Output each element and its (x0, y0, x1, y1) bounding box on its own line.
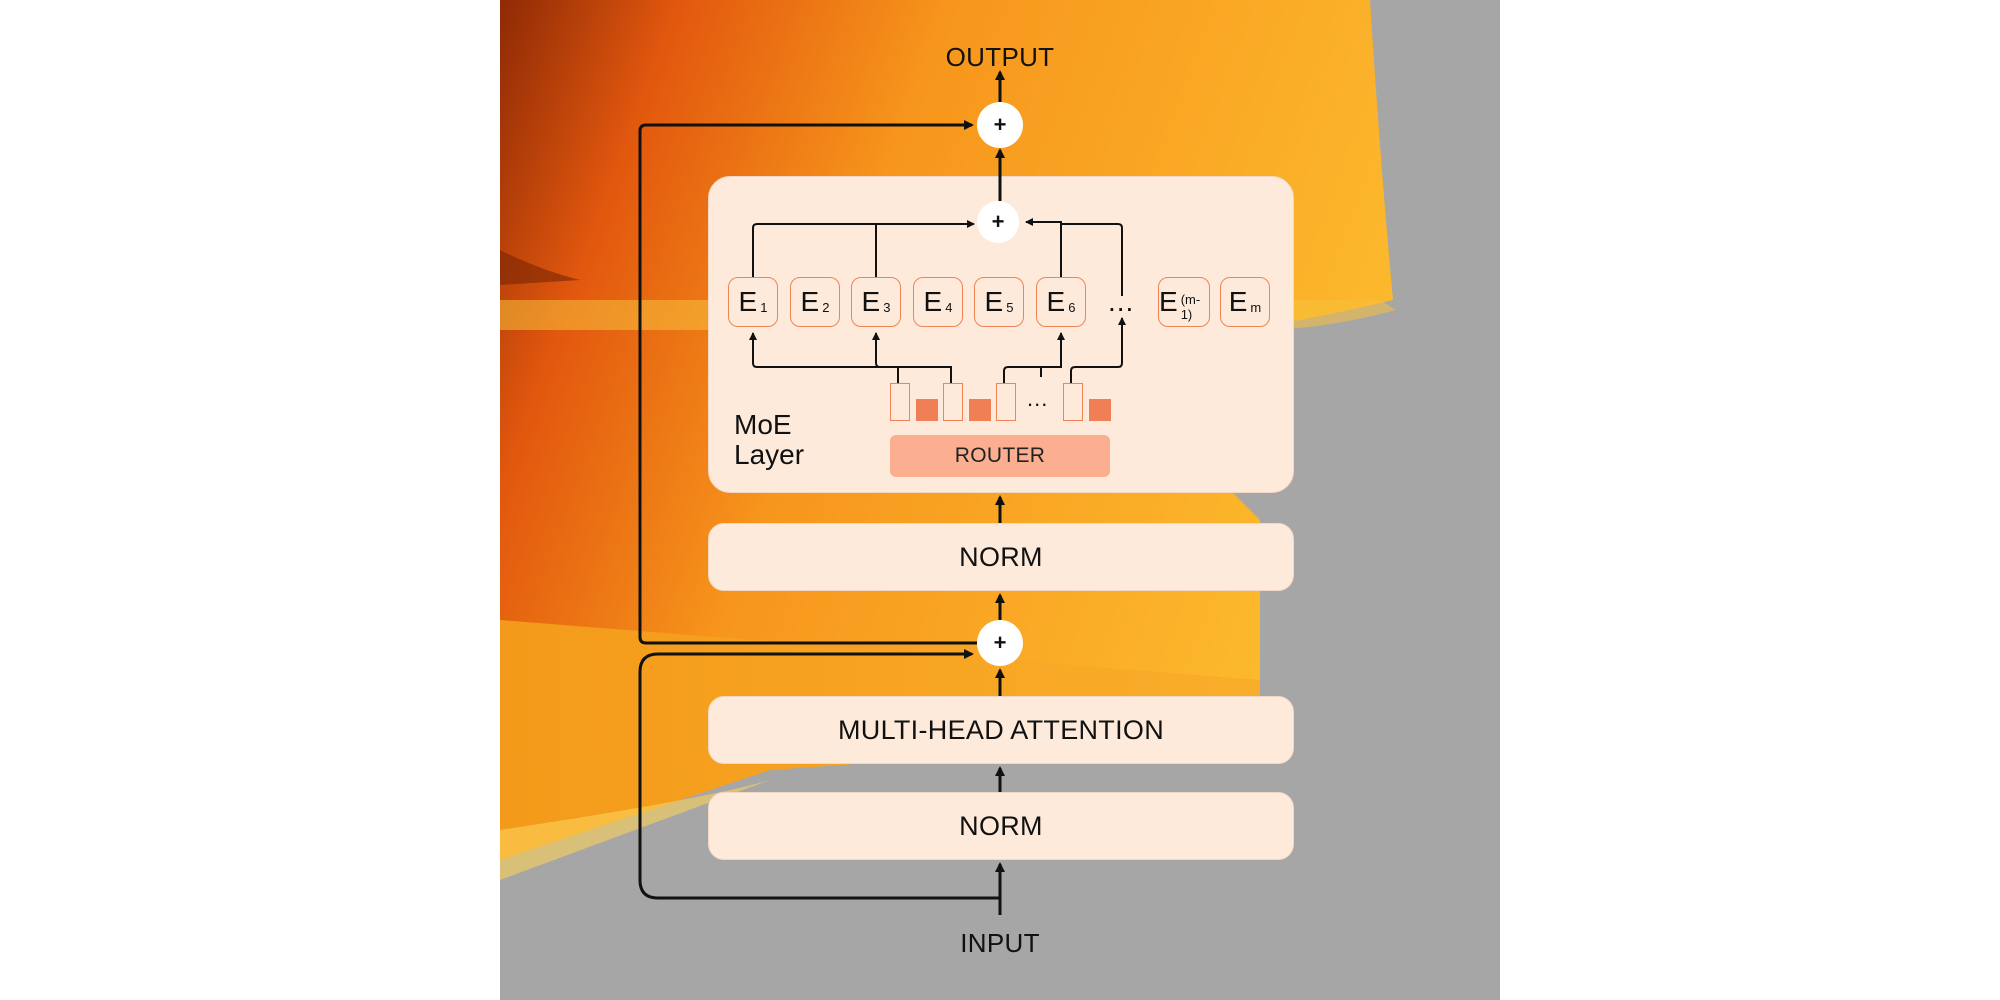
router-token-filled (969, 399, 991, 421)
expert-sub: 3 (883, 299, 891, 315)
plus-symbol: + (993, 630, 1007, 655)
expert-base: E (984, 286, 1004, 317)
expert-sub: 6 (1068, 299, 1076, 315)
experts-ellipsis: ... (1108, 286, 1135, 317)
moe-label-line1: MoE (734, 409, 792, 440)
residual-add-top: + (977, 102, 1023, 148)
residual-add-bottom: + (977, 620, 1023, 666)
moe-layer-label: MoE Layer (734, 410, 804, 470)
expert-base: E (800, 286, 820, 317)
expert-sub: m (1250, 299, 1262, 315)
router-token-empty (943, 383, 963, 421)
expert-base: E (1046, 286, 1066, 317)
attention-label: MULTI-HEAD ATTENTION (837, 714, 1164, 745)
router-token-filled (916, 399, 938, 421)
router-token-empty (1063, 383, 1083, 421)
input-label: INPUT (960, 928, 1040, 958)
expert-base: E (1228, 286, 1248, 317)
router-token-empty (996, 383, 1016, 421)
norm-top-label: NORM (959, 541, 1043, 572)
plus-symbol: + (991, 209, 1005, 234)
norm-top-box: NORM (708, 523, 1294, 591)
expert-base: E (861, 286, 881, 317)
router-box: ROUTER (890, 435, 1110, 477)
expert-sub: 1 (760, 299, 768, 315)
attention-box: MULTI-HEAD ATTENTION (708, 696, 1294, 764)
expert-sub: 4 (945, 299, 953, 315)
expert-sub: 2 (822, 299, 830, 315)
expert-sum-node: + (977, 201, 1019, 243)
expert-m-minus-1: E(m-1) (1158, 277, 1210, 327)
router-label: ROUTER (954, 444, 1046, 467)
router-tokens-ellipsis: ... (1027, 386, 1049, 411)
router-token-filled (1089, 399, 1111, 421)
expert-sub: (m-1) (1180, 292, 1201, 322)
router-token-empty (890, 383, 910, 421)
expert-base: E (738, 286, 758, 317)
expert-base: E (1159, 286, 1178, 317)
output-label: OUTPUT (945, 42, 1055, 72)
moe-label-line2: Layer (734, 439, 805, 470)
norm-bottom-box: NORM (708, 792, 1294, 860)
plus-symbol: + (993, 112, 1007, 137)
expert-base: E (923, 286, 943, 317)
norm-bottom-label: NORM (959, 810, 1043, 841)
expert-sub: 5 (1006, 299, 1014, 315)
